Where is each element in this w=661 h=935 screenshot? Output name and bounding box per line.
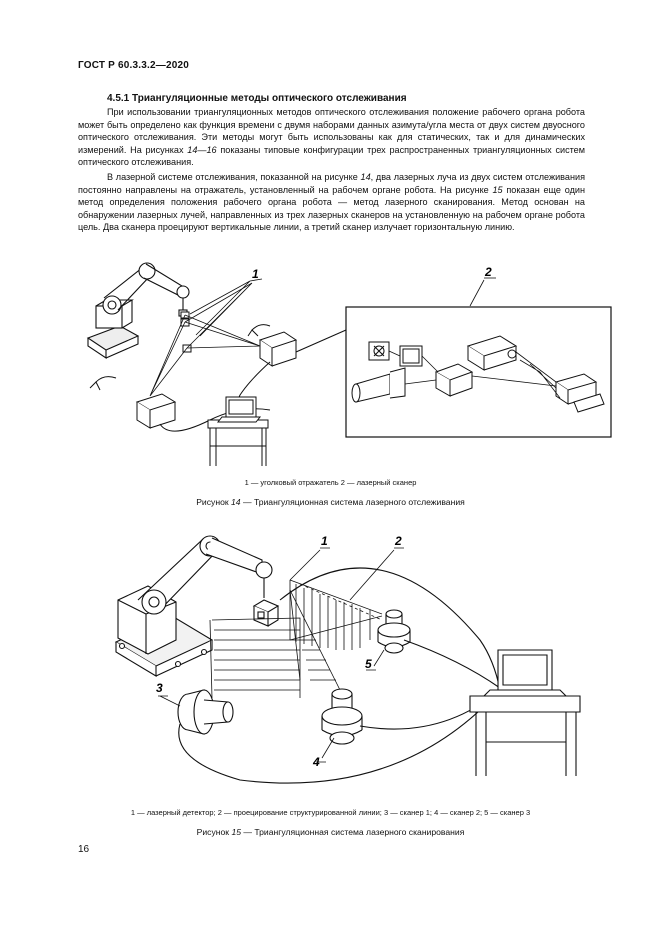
figure-14-callout-1: 1 xyxy=(252,267,259,281)
figure-14-caption: Рисунок 14 — Триангуляционная система ла… xyxy=(0,497,661,507)
figure-15-caption-prefix: Рисунок xyxy=(196,827,232,837)
figure-14-inset-frame xyxy=(345,306,612,438)
figure-15-scanner-left xyxy=(177,689,234,735)
figure-14-inset-scanner-detail xyxy=(351,335,605,413)
figure-14-robot xyxy=(86,262,190,360)
paragraph-2-text-c: показан еще один метод определения полож… xyxy=(78,184,585,233)
figure-15-callout-1: 1 xyxy=(321,534,328,548)
figure-14-inset-beams xyxy=(388,350,561,399)
paragraph-2-text-b: , два лазерных луча из двух систем отсле… xyxy=(78,172,585,195)
figure-14-rotation-arrows xyxy=(89,324,271,391)
figure-15-legend: 1 — лазерный детектор; 2 — проецирование… xyxy=(130,808,531,817)
figure-range-ref: 14—16 xyxy=(187,144,217,155)
figure-15-ref: 15 xyxy=(492,184,503,195)
figure-14-reflectors xyxy=(180,311,192,353)
paragraph-2: В лазерной системе отслеживания, показан… xyxy=(78,171,585,234)
figure-15-callout-lines xyxy=(158,547,404,763)
figure-14-cables xyxy=(159,329,347,432)
figure-15-callout-4: 4 xyxy=(312,755,320,769)
figure-15-caption-text: — Триангуляционная система лазерного ска… xyxy=(241,827,465,837)
page-number: 16 xyxy=(78,844,90,855)
figure-15-projection-2 xyxy=(289,579,383,650)
figure-14-caption-text: — Триангуляционная система лазерного отс… xyxy=(240,497,465,507)
figure-15-projection-3 xyxy=(189,617,301,701)
figure-14-ref: 14 xyxy=(360,172,371,182)
figure-15-scanner-right xyxy=(377,609,411,654)
paragraph-1: При использовании триангуляционных метод… xyxy=(78,106,585,169)
figure-14-beams xyxy=(149,282,261,397)
paragraph-2-text-a: В лазерной системе отслеживания, показан… xyxy=(107,172,361,182)
figure-15-cables xyxy=(178,567,501,784)
figure-14-caption-number: 14 xyxy=(231,497,241,507)
figure-15-caption-number: 15 xyxy=(231,827,241,837)
figure-14-callout-1-lines xyxy=(189,278,263,336)
figure-15-caption: Рисунок 15 — Триангуляционная система ла… xyxy=(0,827,661,837)
figure-15-scanner-center xyxy=(321,688,363,745)
figure-14-callout-2: 2 xyxy=(484,265,492,279)
document-code: ГОСТ Р 60.3.3.2—2020 xyxy=(78,60,190,71)
figure-15-callout-2: 2 xyxy=(394,534,402,548)
figure-15-projection-1 xyxy=(289,589,341,691)
figure-15-computer-desk xyxy=(469,649,581,776)
figure-14-scanner-right xyxy=(258,331,298,367)
paragraph-1-text-a: При использовании триангуляционных метод… xyxy=(78,107,585,155)
figure-15-callout-3: 3 xyxy=(156,681,163,695)
figure-15-callout-5: 5 xyxy=(365,657,372,671)
figure-14-callout-2-line xyxy=(469,277,496,307)
figure-15-robot xyxy=(114,535,280,677)
section-title: 4.5.1 Триангуляционные методы оптическог… xyxy=(107,93,407,104)
figure-14-scanner-left xyxy=(135,393,177,429)
figure-14-legend: 1 — уголковый отражатель 2 — лазерный ск… xyxy=(244,478,417,487)
paragraph-1-text-b: показаны типовые конфигурации трех распр… xyxy=(78,144,585,168)
figure-14-caption-prefix: Рисунок xyxy=(196,497,232,507)
figure-14-computer-desk xyxy=(207,396,269,466)
